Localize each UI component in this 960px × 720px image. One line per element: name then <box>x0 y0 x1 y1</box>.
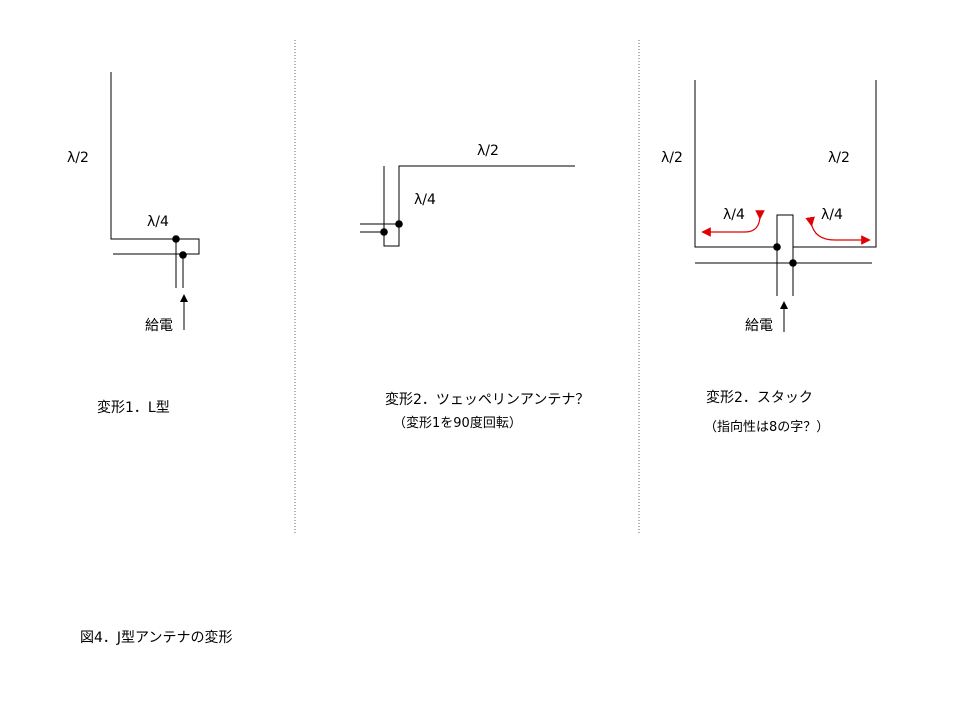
panel3-red-arrow-left <box>701 210 765 237</box>
panel3-half-wave-label-right: λ/2 <box>828 150 850 166</box>
panel2-junction-dot-1 <box>395 220 403 228</box>
panel3-caption-line2: （指向性は8の字？） <box>704 420 830 435</box>
panel1-antenna <box>110 72 200 330</box>
panel3-caption-line1: 変形2．スタック <box>706 390 813 406</box>
panel1-quarter-wave-label: λ/4 <box>147 214 169 230</box>
panel3-quarter-wave-label-left: λ/4 <box>723 207 745 223</box>
panel3-element-right <box>793 80 877 248</box>
panel3-red-arrow-right <box>805 216 871 245</box>
panel3-antenna <box>694 80 877 332</box>
panel3-junction-dot-1 <box>773 243 781 251</box>
panel1-junction-dot-1 <box>172 235 180 243</box>
panel3-quarter-wave-label-right: λ/4 <box>821 207 843 223</box>
panel2-caption-line1: 変形2．ツェッペリンアンテナ？ <box>385 392 590 408</box>
panel1-caption: 変形1．L型 <box>97 400 170 416</box>
panel2-quarter-wave-label: λ/4 <box>414 192 436 208</box>
panel1-half-wave-label: λ/2 <box>67 150 89 166</box>
panel1-feed-label: 給電 <box>145 318 173 334</box>
panel2-element-outer <box>383 165 575 247</box>
panel2-half-wave-label: λ/2 <box>477 143 499 159</box>
figure-caption: 図4．J型アンテナの変形 <box>80 630 233 646</box>
panel3-half-wave-label-left: λ/2 <box>661 150 683 166</box>
panel3-stub <box>776 214 794 247</box>
panel2-antenna <box>360 165 575 247</box>
panel3-element-left <box>694 80 777 248</box>
panel2-junction-dot-2 <box>380 228 388 236</box>
panel1-junction-dot-2 <box>179 251 187 259</box>
panel1-element-outer <box>110 72 200 255</box>
panel2-caption-line2: （変形1を90度回転） <box>393 416 522 431</box>
panel3-junction-dot-2 <box>789 259 797 267</box>
panel3-feed-label: 給電 <box>745 318 773 334</box>
